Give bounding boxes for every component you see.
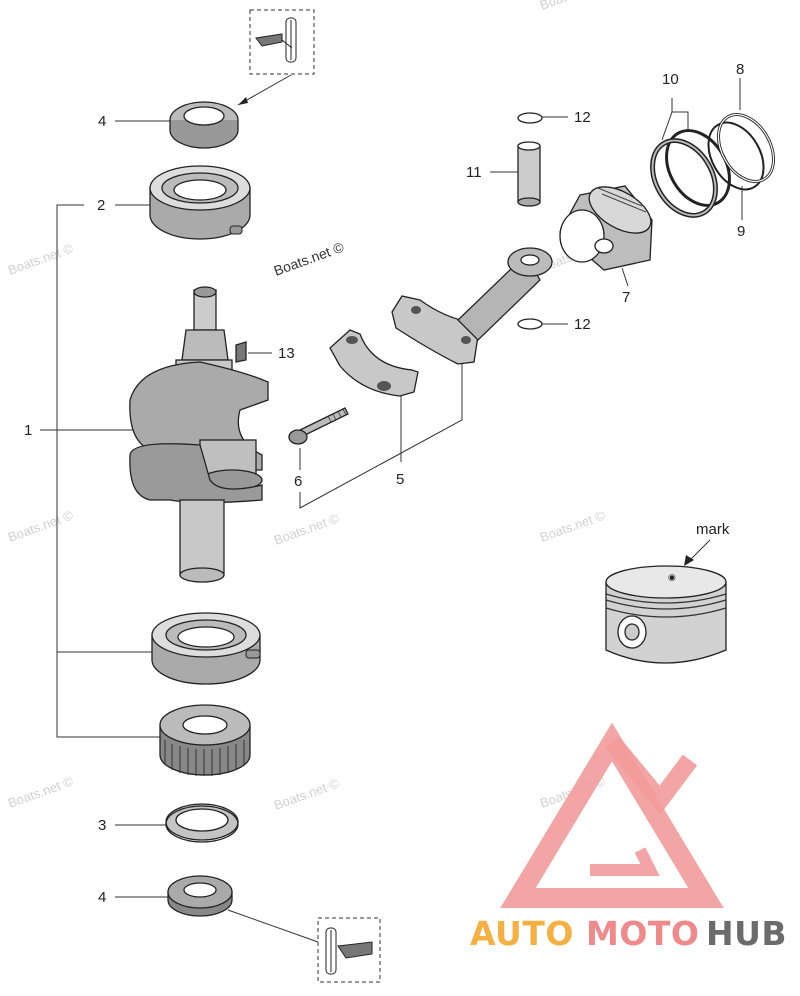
leader-line [621, 267, 629, 287]
piston-rings-compression [650, 129, 731, 218]
automotohub-logo: AUTO MOTO HUB [470, 722, 787, 953]
oil-seal-top [169, 101, 239, 149]
brand-moto: MOTO [586, 914, 699, 953]
seal-detail-inset-bottom [317, 917, 381, 983]
seal-detail-inset-top [249, 9, 315, 75]
watermark: Boats.net © [538, 0, 608, 13]
connecting-rod-cap [329, 329, 419, 397]
callout-3: 3 [98, 817, 106, 834]
leader-line [689, 539, 711, 561]
callout-5: 5 [396, 471, 404, 488]
mark-label: mark [696, 521, 730, 538]
watermark: Boats.net © [6, 240, 76, 278]
oil-control-ring [707, 113, 775, 191]
connecting-rod [391, 247, 553, 365]
lower-ball-bearing [151, 612, 261, 685]
callout-4-bottom: 4 [98, 889, 106, 906]
crankshaft-gear [159, 704, 251, 776]
callout-11: 11 [466, 164, 482, 181]
callout-6: 6 [294, 473, 302, 490]
leader-line [661, 111, 689, 141]
svg-text:◉: ◉ [668, 572, 676, 582]
watermark: Boats.net © [272, 775, 342, 813]
watermark: Boats.net © [272, 510, 342, 548]
connecting-rod-bolt [288, 407, 349, 445]
woodruff-key [235, 341, 247, 363]
thrust-washer [165, 803, 239, 843]
piston-pin-clip-bottom [517, 318, 543, 330]
oil-seal-bottom [167, 875, 233, 917]
piston-mark-view: ◉ [605, 565, 727, 664]
bracket-line [56, 204, 160, 738]
callout-12-bottom: 12 [574, 316, 591, 333]
leader-line [227, 909, 319, 943]
callout-10: 10 [662, 71, 679, 88]
crankshaft [129, 286, 269, 583]
callout-7: 7 [622, 289, 630, 306]
callout-1: 1 [24, 422, 32, 439]
callout-4-top: 4 [98, 113, 106, 130]
callout-13: 13 [278, 345, 295, 362]
callout-2: 2 [97, 197, 105, 214]
piston-pin [517, 141, 541, 207]
brand-hub: HUB [706, 914, 787, 953]
piston-pin-clip-top [517, 112, 543, 124]
arrowhead [684, 555, 694, 566]
watermark: Boats.net © [6, 773, 76, 811]
watermark-center: Boats.net © [272, 238, 347, 278]
callout-12-top: 12 [574, 109, 591, 126]
callout-9: 9 [737, 223, 745, 240]
watermark: Boats.net © [6, 507, 76, 545]
watermark: Boats.net © [538, 507, 608, 545]
brand-auto: AUTO [470, 914, 574, 953]
bracket-line [299, 360, 463, 509]
callout-8: 8 [736, 61, 744, 78]
arrowhead [238, 97, 248, 105]
upper-ball-bearing [149, 165, 251, 240]
piston [559, 185, 653, 271]
watermark-layer: Boats.net © Boats.net © Boats.net © Boat… [6, 0, 608, 813]
